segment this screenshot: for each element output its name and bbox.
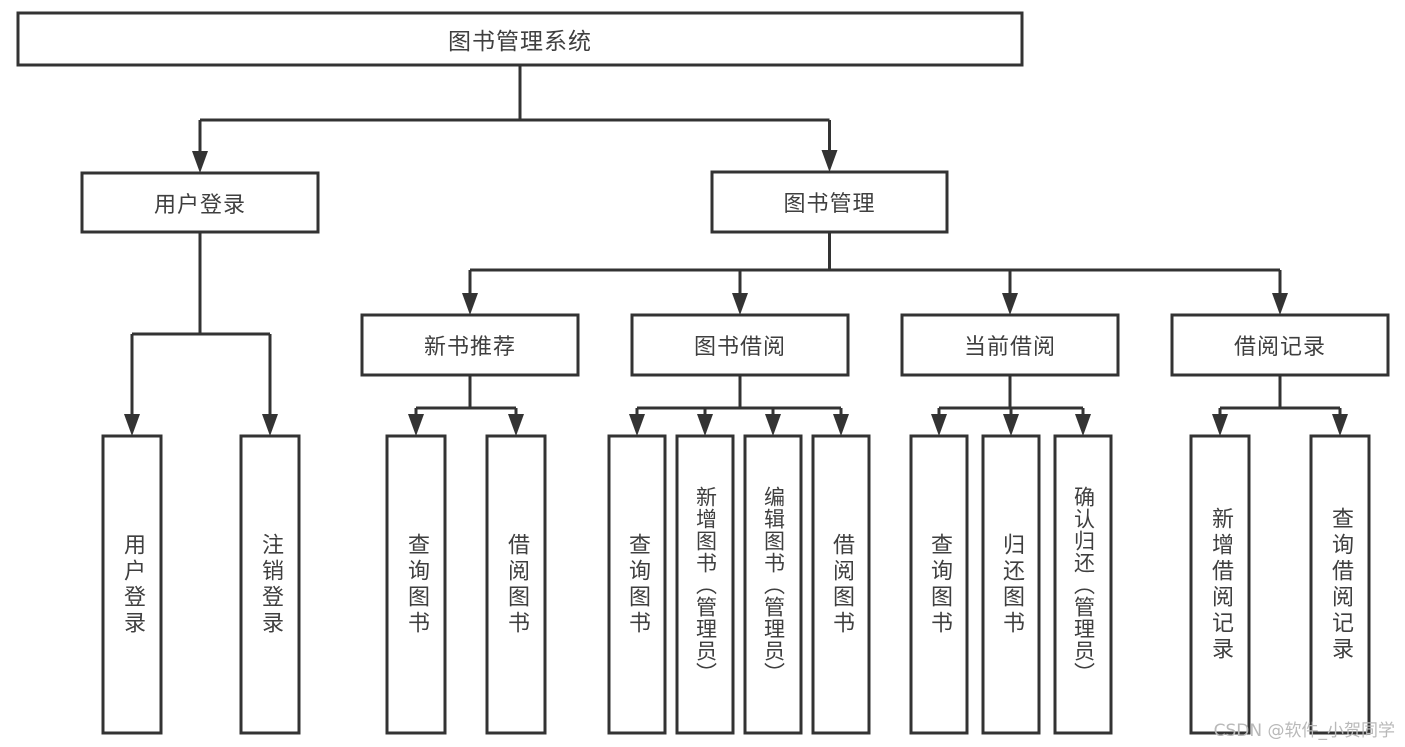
node-box-borrow-book-1[interactable] <box>485 434 547 735</box>
arrow-head-icon <box>1272 293 1288 315</box>
node-box-query-book-3[interactable] <box>909 434 969 735</box>
arrow-head-icon <box>833 414 849 436</box>
arrow-head-icon <box>732 293 748 315</box>
arrow-head-icon <box>1332 414 1348 436</box>
node-box-edit-book-admin[interactable] <box>743 434 803 735</box>
arrow-head-icon <box>508 414 524 436</box>
arrow-head-icon <box>192 151 208 173</box>
arrow-head-icon <box>697 414 713 436</box>
watermark-text: CSDN @软件_小贺同学 <box>1213 721 1395 741</box>
arrow-head-icon <box>1075 414 1091 436</box>
node-box-borrow-record[interactable] <box>1170 313 1390 377</box>
arrow-head-icon <box>1002 293 1018 315</box>
node-box-add-book-admin[interactable] <box>675 434 735 735</box>
node-box-new-book-recommend[interactable] <box>360 313 580 377</box>
arrow-head-icon <box>821 150 838 172</box>
node-box-user-login-do[interactable] <box>101 434 163 735</box>
arrow-head-icon <box>1212 414 1228 436</box>
arrow-head-icon <box>931 414 947 436</box>
arrow-head-icon <box>408 414 424 436</box>
boxes-layer <box>16 11 1390 735</box>
node-box-user-login[interactable] <box>80 171 320 234</box>
node-box-query-book-2[interactable] <box>607 434 667 735</box>
arrow-head-icon <box>262 414 278 436</box>
node-box-query-book-1[interactable] <box>385 434 447 735</box>
arrow-head-icon <box>629 414 645 436</box>
node-box-book-manage[interactable] <box>710 170 949 234</box>
connectors-layer <box>124 65 1348 436</box>
arrow-head-icon <box>462 293 478 315</box>
arrow-head-icon <box>124 414 140 436</box>
arrow-head-icon <box>1003 414 1019 436</box>
node-box-query-borrow-record[interactable] <box>1309 434 1371 735</box>
node-box-root[interactable] <box>16 11 1024 67</box>
node-box-add-borrow-record[interactable] <box>1189 434 1251 735</box>
node-box-book-borrow[interactable] <box>630 313 850 377</box>
node-box-borrow-book-2[interactable] <box>811 434 871 735</box>
node-box-return-book[interactable] <box>981 434 1041 735</box>
node-box-confirm-return-admin[interactable] <box>1053 434 1113 735</box>
node-box-user-logout[interactable] <box>239 434 301 735</box>
node-box-current-borrow[interactable] <box>900 313 1120 377</box>
arrow-head-icon <box>765 414 781 436</box>
